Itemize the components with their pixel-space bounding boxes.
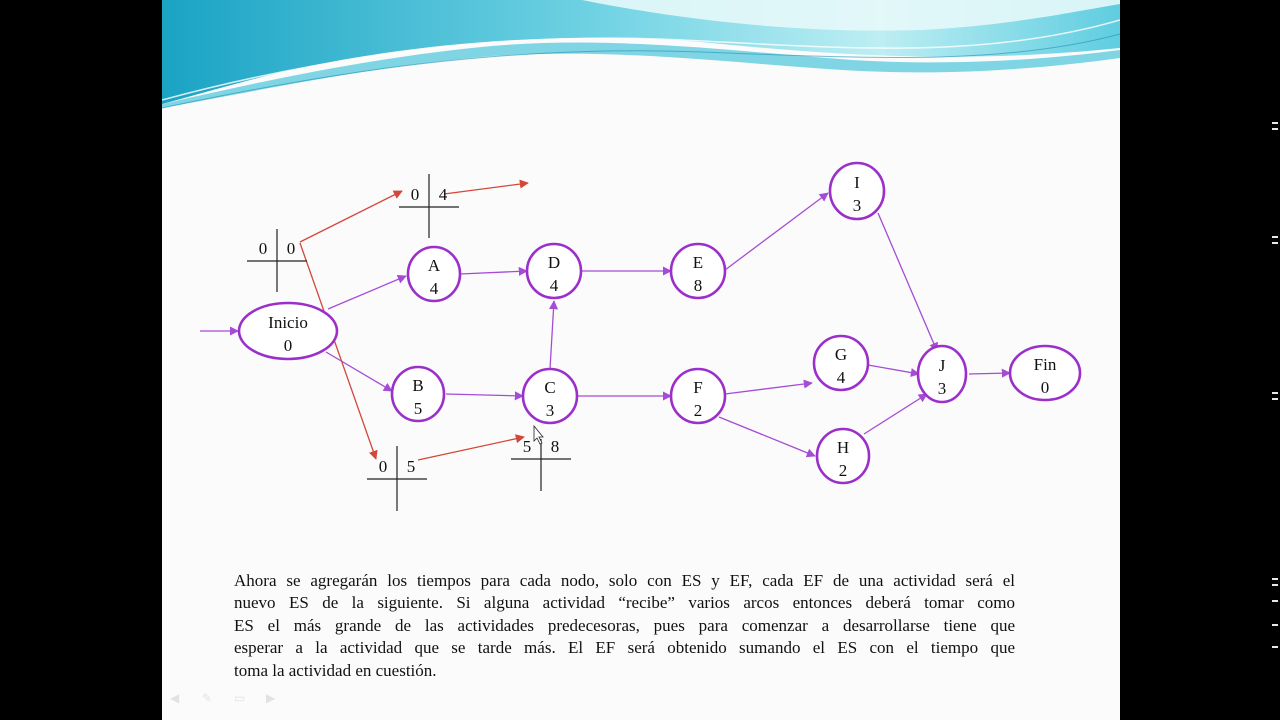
- node-i: I3: [828, 161, 886, 221]
- cross-a-es: 0: [411, 185, 420, 204]
- red-arrow-inicio-b: [299, 242, 378, 460]
- node-g-duration: 4: [837, 368, 846, 387]
- node-inicio-duration: 0: [284, 336, 293, 355]
- node-fin: Fin 0: [1008, 344, 1082, 402]
- node-e: E8: [669, 242, 727, 300]
- edge-a-d: [459, 266, 528, 276]
- node-inicio-shape: [237, 301, 339, 361]
- edge-f-g: [724, 379, 813, 395]
- paragraph-line: Ahora se agregarán los tiempos para cada…: [234, 571, 1015, 590]
- edge-h-j: [863, 393, 928, 435]
- node-j: J3: [916, 344, 968, 404]
- node-j-duration: 3: [938, 379, 947, 398]
- node-a: A4: [406, 245, 462, 303]
- edge-c-d: [548, 300, 559, 370]
- node-fin-label: Fin: [1034, 355, 1057, 374]
- paragraph-line: ES el más grande de las actividades pred…: [234, 615, 1015, 635]
- node-i-shape: [828, 161, 886, 221]
- red-arrow-inicio-a: [299, 190, 403, 243]
- node-h-duration: 2: [839, 461, 848, 480]
- node-b-label: B: [412, 376, 423, 395]
- node-d: D4: [525, 242, 583, 300]
- node-d-duration: 4: [550, 276, 559, 295]
- node-c-label: C: [544, 378, 555, 397]
- edge-j-fin: [968, 368, 1011, 378]
- node-c-duration: 3: [546, 401, 555, 420]
- cross-inicio-es: 0: [259, 239, 268, 258]
- node-g: G4: [812, 334, 870, 392]
- node-inicio-label: Inicio: [268, 313, 308, 332]
- node-h-label: H: [837, 438, 849, 457]
- node-f-label: F: [693, 378, 702, 397]
- node-e-shape: [669, 242, 727, 300]
- node-h: H2: [815, 427, 871, 485]
- es-ef-arrows: [299, 179, 529, 461]
- red-arrow-a-next: [443, 179, 529, 195]
- cross-a-ef: 4: [439, 185, 448, 204]
- edge-inicio-a: [327, 275, 407, 310]
- node-f-duration: 2: [694, 401, 703, 420]
- edge-g-j: [867, 364, 920, 378]
- node-f-shape: [669, 367, 727, 425]
- node-fin-duration: 0: [1041, 378, 1050, 397]
- red-arrow-b-c: [417, 434, 525, 461]
- header-wave: [162, 0, 1120, 109]
- node-b: B5: [390, 365, 446, 423]
- node-i-label: I: [854, 173, 860, 192]
- edge-e-i: [724, 192, 829, 271]
- node-b-duration: 5: [414, 399, 423, 418]
- edge-i-j: [877, 212, 938, 352]
- cross-b-ef: 5: [407, 457, 416, 476]
- node-inicio: Inicio 0: [237, 301, 339, 361]
- node-a-duration: 4: [430, 279, 439, 298]
- pen-icon[interactable]: ✎: [202, 691, 213, 705]
- explanation-paragraph: Ahora se agregarán los tiempos para cada…: [234, 570, 1015, 682]
- node-c: C3: [521, 367, 579, 425]
- cross-b-es: 0: [379, 457, 388, 476]
- cross-c-es: 5: [523, 437, 532, 456]
- edge-f-h: [718, 416, 816, 458]
- node-g-shape: [812, 334, 870, 392]
- menu-icon[interactable]: ▭: [234, 691, 246, 705]
- paragraph-line: nuevo ES de la siguiente. Si alguna acti…: [234, 593, 1015, 613]
- node-i-duration: 3: [853, 196, 862, 215]
- previous-slide-icon[interactable]: ◀: [170, 691, 180, 705]
- node-j-label: J: [939, 356, 946, 375]
- edge-b-c: [445, 391, 524, 401]
- paragraph-line: toma la actividad en cuestión.: [234, 660, 437, 680]
- node-a-shape: [406, 245, 462, 303]
- slide-nav-controls[interactable]: ◀ ✎ ▭ ▶: [170, 692, 282, 704]
- node-d-label: D: [548, 253, 560, 272]
- node-f: F2: [669, 367, 727, 425]
- node-fin-shape: [1008, 344, 1082, 402]
- background-slide-edge: [1272, 122, 1278, 648]
- node-h-shape: [815, 427, 871, 485]
- edge-inicio-b: [325, 351, 393, 392]
- node-d-shape: [525, 242, 583, 300]
- node-b-shape: [390, 365, 446, 423]
- network-edges: [200, 192, 1011, 458]
- node-c-shape: [521, 367, 579, 425]
- cursor-icon: [533, 424, 544, 445]
- cross-inicio-ef: 0: [287, 239, 296, 258]
- node-a-label: A: [428, 256, 441, 275]
- node-e-duration: 8: [694, 276, 703, 295]
- next-slide-icon[interactable]: ▶: [266, 691, 276, 705]
- node-e-label: E: [693, 253, 703, 272]
- node-g-label: G: [835, 345, 847, 364]
- paragraph-line: esperar a la actividad que se tarde más.…: [234, 638, 1015, 658]
- cross-c-ef: 8: [551, 437, 560, 456]
- node-j-shape: [916, 344, 968, 404]
